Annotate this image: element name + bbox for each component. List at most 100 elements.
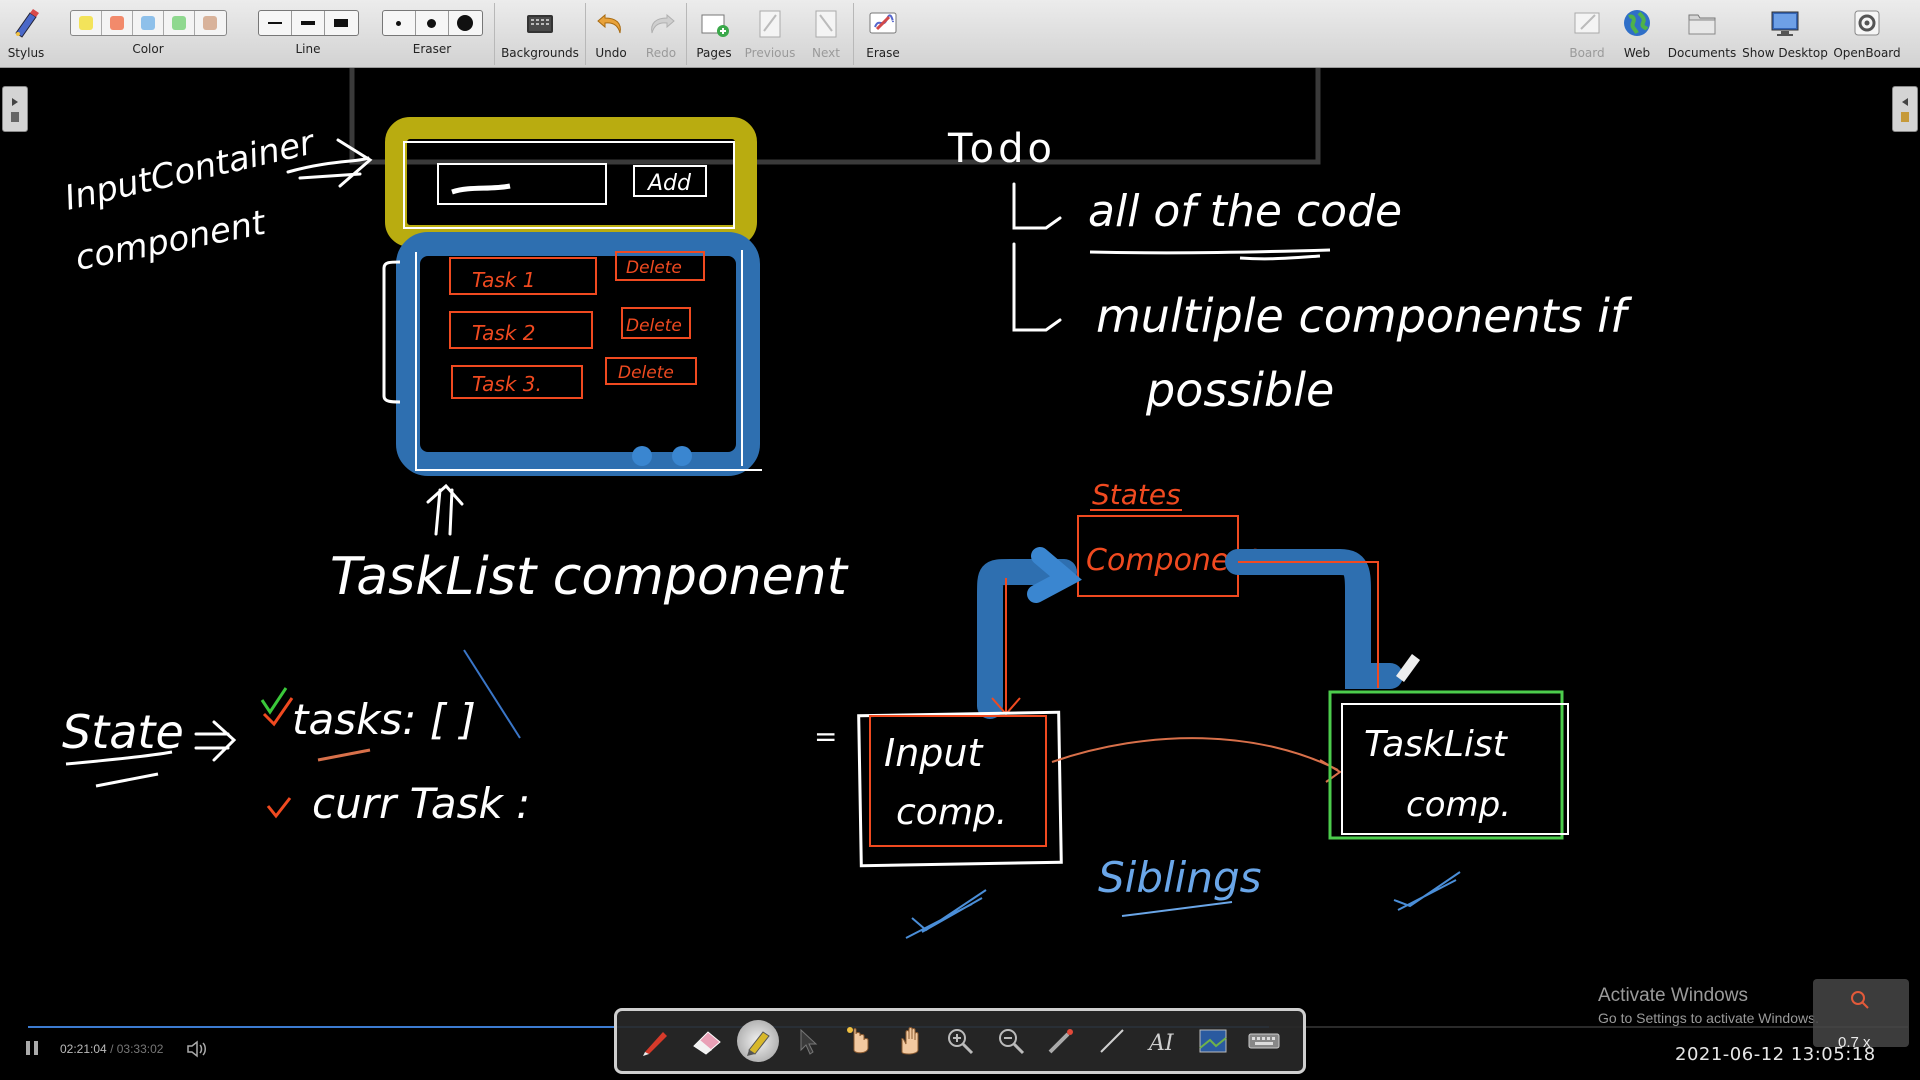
green-check-icon (260, 687, 288, 715)
chevron-right-icon (11, 98, 19, 122)
undo-icon (594, 6, 628, 40)
line-width-selector (257, 10, 359, 36)
stylus-icon (9, 6, 43, 40)
eraser-small-button[interactable] (383, 11, 416, 35)
sibling-arrow (1051, 737, 1342, 783)
state-underline (65, 750, 173, 788)
highlight-blob (672, 446, 692, 466)
state-curr-task-item: curr Task : (312, 779, 530, 828)
previous-button[interactable]: Previous (741, 0, 799, 68)
color-swatch-red[interactable] (102, 11, 133, 35)
redo-button[interactable]: Redo (636, 0, 686, 68)
board-button[interactable]: Board (1562, 0, 1612, 68)
pen-tool-icon[interactable] (635, 1020, 677, 1062)
previous-icon (753, 6, 787, 40)
eraser-medium-button[interactable] (416, 11, 449, 35)
mock-input-box (437, 163, 607, 205)
zoom-in-tool-icon[interactable] (939, 1020, 981, 1062)
highlight-blob (632, 446, 652, 466)
component-annotation: component (72, 203, 270, 279)
selector-tool-icon[interactable] (787, 1020, 829, 1062)
tasklist-comp-label: comp. (1406, 785, 1511, 825)
undo-button[interactable]: Undo (586, 0, 636, 68)
pause-icon (26, 1041, 30, 1055)
color-swatch-blue[interactable] (133, 11, 164, 35)
line-tool-icon[interactable] (1091, 1020, 1133, 1062)
mock-add-label: Add (646, 171, 692, 196)
erase-button[interactable]: Erase (854, 0, 912, 68)
interact-tool-icon[interactable] (838, 1020, 880, 1062)
color-swatch-yellow[interactable] (71, 11, 102, 35)
stylus-button[interactable]: Stylus (0, 0, 52, 68)
erase-icon (866, 6, 900, 40)
backgrounds-label: Backgrounds (501, 46, 579, 60)
state-flow-to-input (977, 559, 1077, 719)
blue-stroke (463, 649, 521, 739)
watermark-title: Activate Windows (1598, 985, 1748, 1006)
input-container-highlight (385, 117, 757, 247)
tasklist-component-label: TaskList component (330, 547, 849, 607)
tasks-underline (317, 748, 371, 762)
line-medium-button[interactable] (292, 11, 325, 35)
state-tasks-item: tasks: [ ] (292, 695, 476, 744)
input-comp-inner-box (869, 715, 1047, 847)
board-label: Board (1569, 46, 1605, 60)
ink-layer: InputContainer component Add Task 1 Dele… (61, 68, 1632, 939)
color-swatches (69, 10, 227, 36)
input-comp-label: comp. (896, 792, 1007, 833)
input-comp-box (857, 710, 1063, 868)
line-thin-button[interactable] (259, 11, 292, 35)
laser-pointer-tool-icon[interactable] (1040, 1020, 1082, 1062)
zoom-out-tool-icon[interactable] (990, 1020, 1032, 1062)
color-label: Color (132, 42, 164, 56)
pages-button[interactable]: Pages (687, 0, 741, 68)
states-label: States (1092, 478, 1181, 511)
volume-icon[interactable] (186, 1040, 208, 1058)
activate-windows-watermark: Activate Windows Go to Settings to activ… (1598, 985, 1819, 1026)
color-swatch-tan[interactable] (195, 11, 226, 35)
redo-icon (644, 6, 678, 40)
hand-tool-icon[interactable] (888, 1020, 930, 1062)
recording-timestamp: 2021-06-12 13:05:18 (1675, 1044, 1876, 1065)
todo-title: Todo (947, 126, 1056, 172)
next-button[interactable]: Next (799, 0, 853, 68)
openboard-button[interactable]: OpenBoard (1828, 0, 1906, 68)
input-container-annotation: InputContainer (61, 122, 320, 219)
mock-task-rows (449, 251, 705, 399)
mock-delete-label: Delete (618, 363, 674, 383)
blue-check-icon (905, 889, 987, 939)
line-group: Line (246, 0, 370, 68)
zoom-preview-box[interactable] (1813, 979, 1909, 1047)
arrow-up-to-tasklist (426, 483, 464, 536)
keyboard-tool-icon[interactable] (1243, 1020, 1285, 1062)
next-icon (809, 6, 843, 40)
state-flow-to-tasklist (1225, 549, 1403, 689)
blue-check-icon (1393, 871, 1461, 911)
eraser-large-button[interactable] (449, 11, 482, 35)
eraser-label: Eraser (412, 42, 452, 56)
eraser-group: Eraser (370, 0, 494, 68)
show-desktop-button[interactable]: Show Desktop (1742, 0, 1828, 68)
equals-mark: = (814, 720, 837, 753)
right-sidebar-toggle[interactable] (1892, 86, 1918, 132)
undo-label: Undo (595, 46, 627, 60)
left-sidebar-toggle[interactable] (2, 86, 28, 132)
pause-button[interactable] (26, 1041, 42, 1057)
mock-delete-label: Delete (626, 316, 682, 336)
backgrounds-button[interactable]: Backgrounds (495, 0, 585, 68)
color-swatch-green[interactable] (164, 11, 195, 35)
todo-point-2: multiple components if (1096, 289, 1632, 343)
time-separator: / (110, 1042, 114, 1056)
state-label: State (62, 705, 184, 759)
line-thick-button[interactable] (325, 11, 358, 35)
documents-button[interactable]: Documents (1662, 0, 1742, 68)
text-tool-icon[interactable]: AI (1141, 1020, 1183, 1062)
whiteboard-canvas[interactable]: InputContainer component Add Task 1 Dele… (0, 68, 1920, 1080)
eraser-tool-icon[interactable] (686, 1020, 728, 1062)
highlighter-tool-icon[interactable] (736, 1020, 779, 1062)
watermark-subtitle: Go to Settings to activate Windows. (1598, 1010, 1819, 1026)
documents-icon (1685, 6, 1719, 40)
capture-tool-icon[interactable] (1192, 1020, 1234, 1062)
board-icon (1570, 6, 1604, 40)
web-button[interactable]: Web (1612, 0, 1662, 68)
